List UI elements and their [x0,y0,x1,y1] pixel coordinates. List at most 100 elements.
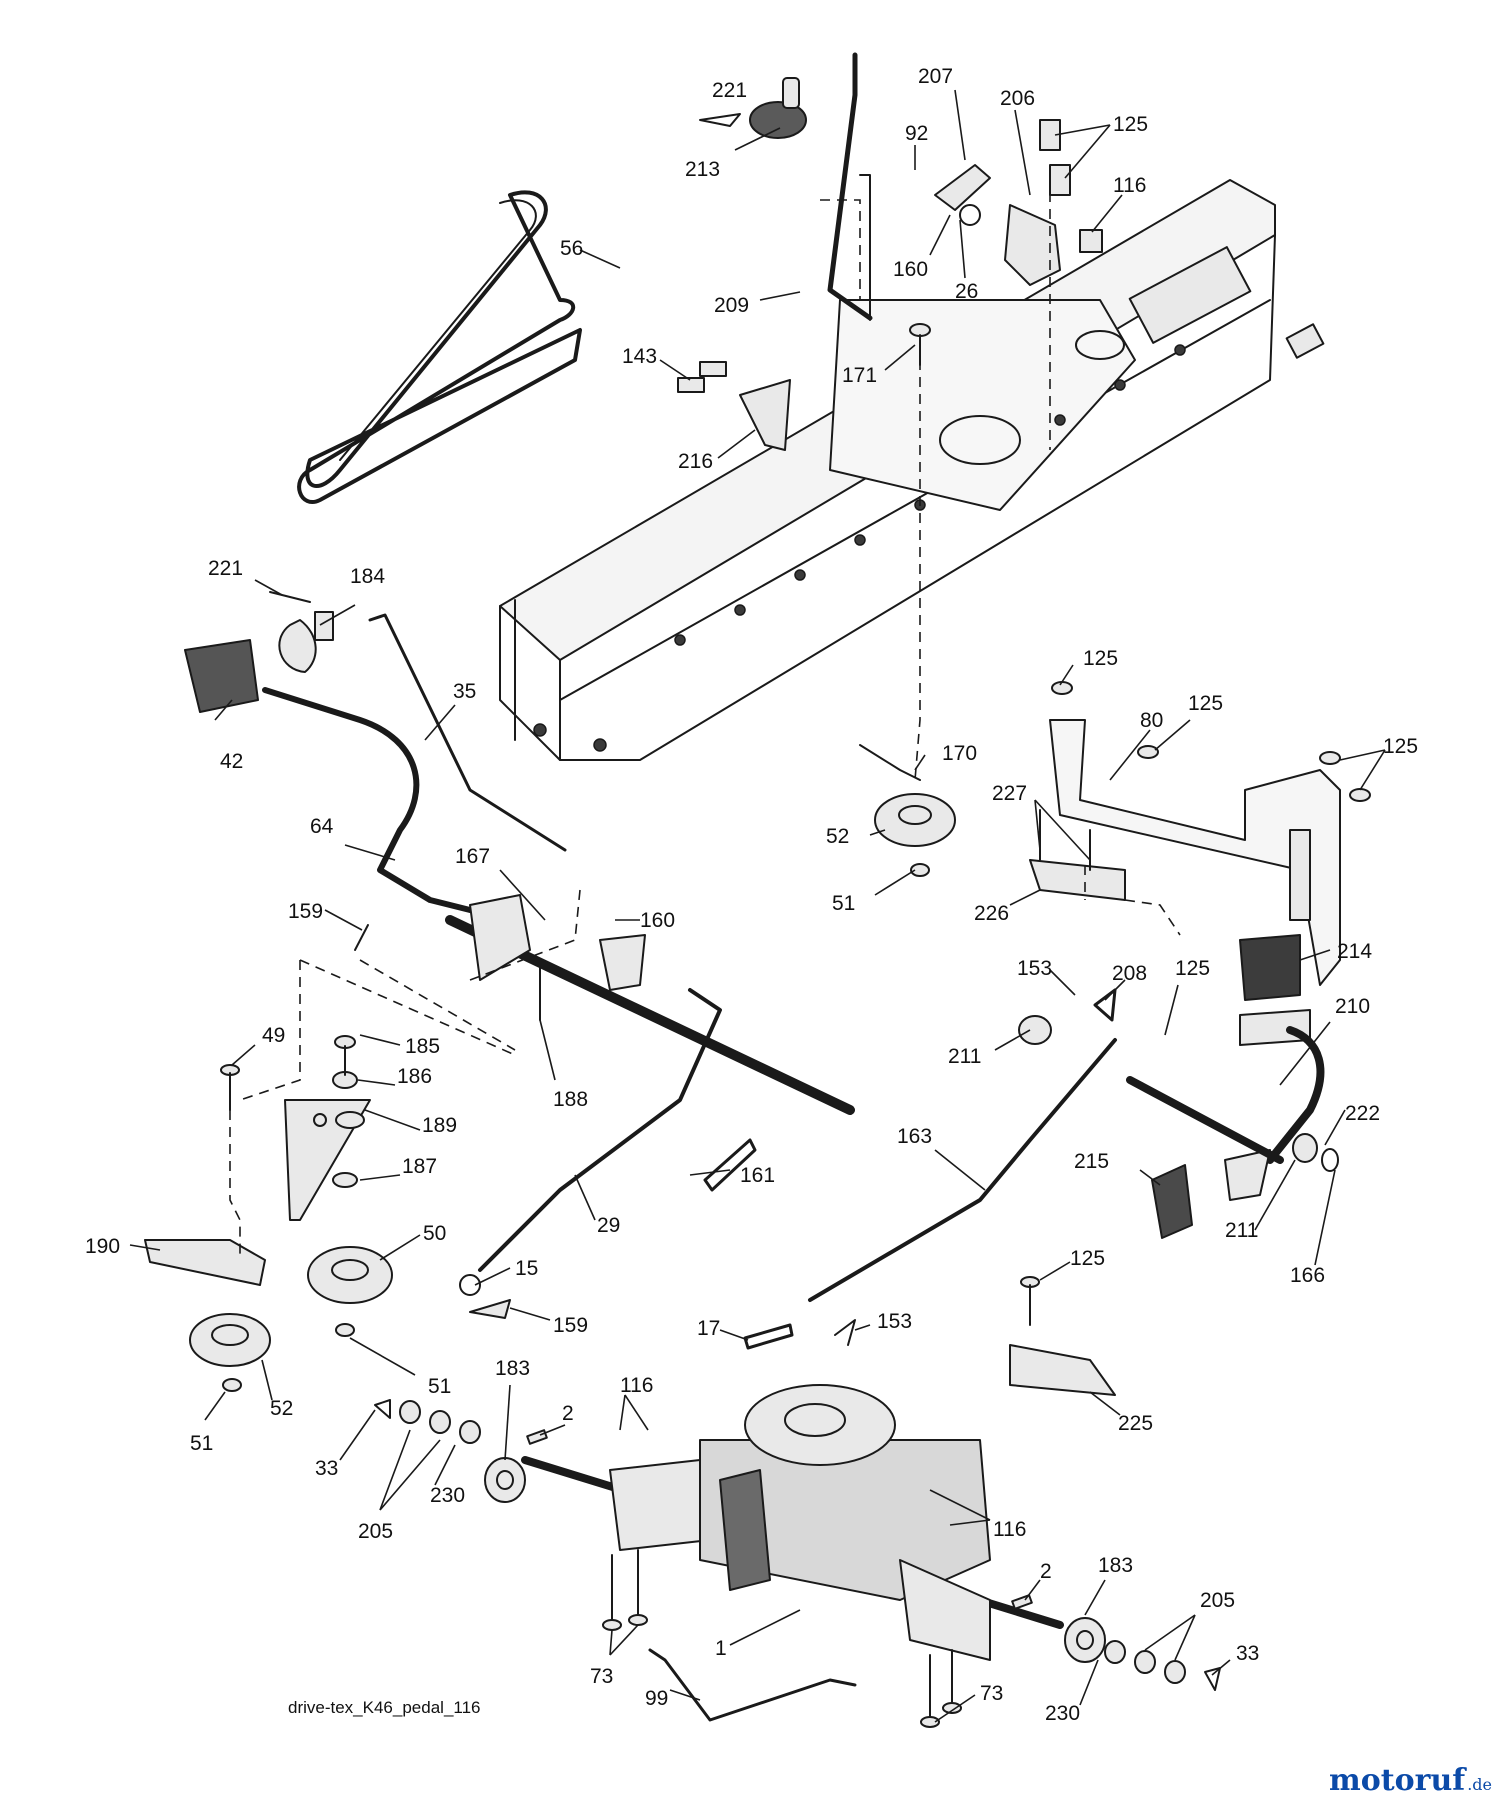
label-167: 167 [455,845,490,868]
label-183-left: 183 [495,1357,530,1380]
label-185: 185 [405,1035,440,1058]
bracket-80 [1049,719,1341,986]
label-29: 29 [597,1214,620,1237]
spring-208 [1093,988,1117,1022]
part-number-labels: 221 213 56 209 92 207 206 125 116 160 26… [85,65,1418,1725]
label-17: 17 [697,1317,720,1340]
shaft-assembly [445,894,855,1272]
lever-bracket [934,119,1103,286]
label-73-left: 73 [590,1665,613,1688]
bracket-190 [144,1239,266,1286]
label-51-mid: 51 [428,1375,451,1398]
label-26: 26 [955,280,978,303]
label-125-pedal: 125 [1175,957,1210,980]
label-186: 186 [397,1065,432,1088]
idler-pulley-center [859,744,956,877]
drive-belt [297,190,582,504]
brand-name: motoruf [1329,1763,1467,1798]
leader-lines [129,89,1386,1723]
label-159-bottom: 159 [553,1314,588,1337]
diagram-caption: drive-tex_K46_pedal_116 [288,1698,481,1717]
label-15: 15 [515,1257,538,1280]
label-225: 225 [1118,1412,1153,1435]
bolts-73 [602,1549,962,1728]
bracket-216 [677,361,791,451]
label-161: 161 [740,1164,775,1187]
label-166: 166 [1290,1264,1325,1287]
knob-184 [269,591,334,673]
pedal-pad-214 [1239,934,1301,1001]
label-222: 222 [1345,1102,1380,1125]
brand-suffix: .de [1467,1775,1492,1794]
label-52-left: 52 [270,1397,293,1420]
label-125-80a: 125 [1083,647,1118,670]
shift-knob-top [699,77,807,139]
brand-logo: motoruf .de [1329,1763,1492,1798]
label-73-right: 73 [980,1682,1003,1705]
washers-right [1018,1015,1339,1172]
label-211-left: 211 [948,1045,981,1068]
label-50: 50 [423,1222,446,1245]
label-64: 64 [310,815,334,838]
label-51-left: 51 [190,1432,213,1455]
label-213: 213 [685,158,720,181]
grip-42 [184,639,259,713]
clip-153-lower [834,1319,856,1346]
bracket-189 [284,1099,371,1221]
label-160-top: 160 [893,258,928,281]
pedal-arm-210 [1126,1009,1325,1201]
label-116-left: 116 [620,1374,653,1397]
bolts-125-right [1051,681,1371,802]
label-188: 188 [553,1088,588,1111]
label-163: 163 [897,1125,932,1148]
label-116-right: 116 [993,1518,1026,1541]
label-209: 209 [714,294,749,317]
label-125-225: 125 [1070,1247,1105,1270]
clip-159-top [354,924,369,951]
cover-215 [1151,1164,1193,1239]
label-2-left: 2 [562,1402,574,1425]
label-125-top: 125 [1113,113,1148,136]
label-214: 214 [1337,940,1372,963]
label-226: 226 [974,902,1009,925]
label-227: 227 [992,782,1027,805]
label-221-mid: 221 [208,557,243,580]
rod-163 [808,1038,1117,1302]
label-153-bottom: 153 [877,1310,912,1333]
label-159-top: 159 [288,900,323,923]
label-205-right: 205 [1200,1589,1235,1612]
label-206: 206 [1000,87,1035,110]
spring-161 [703,1138,757,1192]
label-33-right: 33 [1236,1642,1259,1665]
label-116-top: 116 [1113,174,1146,197]
label-125-80b: 125 [1188,692,1223,715]
label-184: 184 [350,565,385,588]
label-208: 208 [1112,962,1147,985]
label-171: 171 [842,364,877,387]
label-210: 210 [1335,995,1370,1018]
washers-right-axle [1064,1617,1221,1691]
label-183-right: 183 [1098,1554,1133,1577]
label-190: 190 [85,1235,120,1258]
label-80: 80 [1140,709,1163,732]
label-160-mid: 160 [640,909,675,932]
label-189: 189 [422,1114,457,1137]
spring-17 [743,1323,794,1350]
label-207: 207 [918,65,953,88]
spacers-left [332,1071,365,1188]
transaxle-1 [521,1384,1064,1661]
label-42: 42 [220,750,243,773]
label-125-80c: 125 [1383,735,1418,758]
pulley-50 [307,1246,393,1304]
nut-51-mid [335,1323,355,1337]
label-33-left: 33 [315,1457,338,1480]
pulley-52-left [189,1313,271,1392]
label-51-center: 51 [832,892,855,915]
rod-99 [648,1648,857,1722]
label-230-left: 230 [430,1484,465,1507]
label-187: 187 [402,1155,437,1178]
rod-64 [262,687,473,913]
label-2-right: 2 [1040,1560,1052,1583]
bolts-left [220,1035,356,1111]
label-211-right: 211 [1225,1219,1258,1242]
